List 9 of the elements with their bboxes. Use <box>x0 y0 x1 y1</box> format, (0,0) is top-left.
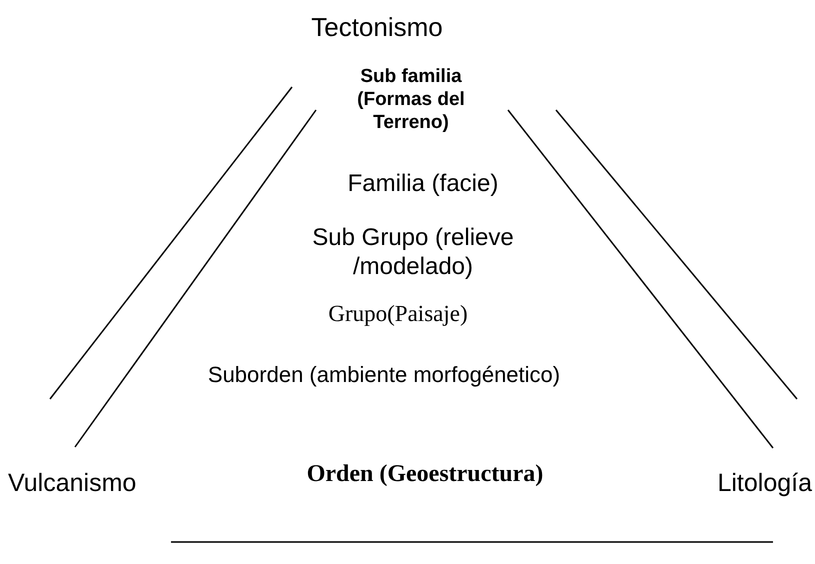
corner-label: Vulcanismo <box>8 468 138 498</box>
level-label: Suborden (ambiente morfogénetico) <box>206 362 562 388</box>
level-label: Grupo(Paisaje) <box>327 300 469 328</box>
level-label: Sub Grupo (relieve /modelado) <box>311 224 515 282</box>
level-label: Sub familia (Formas del Terreno) <box>356 66 466 134</box>
base-level-label: Orden (Geoestructura) <box>306 460 544 489</box>
apex-label: Tectonismo <box>310 12 444 44</box>
corner-label: Litología <box>716 468 812 498</box>
level-label: Familia (facie) <box>346 170 500 199</box>
